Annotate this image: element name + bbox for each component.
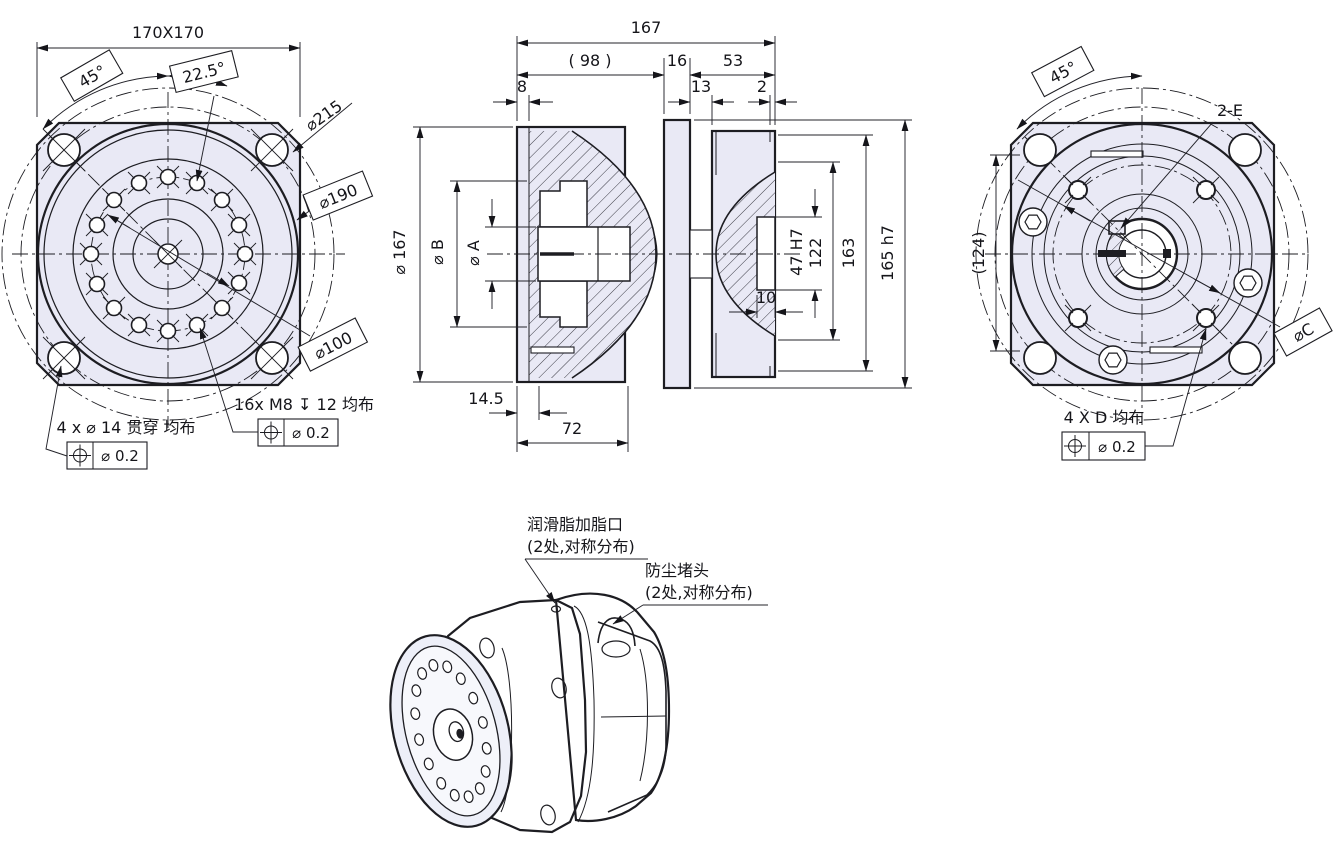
rear-corner-hole: [1228, 341, 1262, 375]
plug-label-line1: 防尘堵头: [645, 561, 709, 580]
note-through-holes: 4 x ⌀ 14 贯穿 均布 ⌀ 0.2: [45, 365, 196, 470]
rear-hex-screw: [1233, 268, 1263, 298]
note-tapped-holes: 16x M8 ↧ 12 均布 ⌀ 0.2: [199, 327, 374, 447]
dim-2-text: 2: [757, 77, 767, 96]
rear-dim-angle-45: 45°: [1016, 45, 1143, 130]
position-symbol-icon: [1064, 435, 1086, 457]
through-note-text: 4 x ⌀ 14 贯穿 均布: [56, 418, 195, 437]
section-dims-left: ⌀ 167 ⌀ B ⌀ A: [390, 126, 536, 383]
position-symbol-icon: [260, 421, 282, 444]
dim-13-text: 13: [691, 77, 711, 96]
rear-hex-screw: [1098, 345, 1128, 375]
rear-dim-diaC: ⌀C: [1017, 179, 1333, 357]
rear-centerline-diag: [1024, 136, 1259, 371]
tapped-tol-text: ⌀ 0.2: [292, 424, 330, 442]
iso-flange-hole: [551, 677, 567, 699]
iso-flange-edge: [573, 605, 595, 823]
iso-bore-shadow: [456, 728, 464, 739]
rear-corner-hole: [1228, 133, 1262, 167]
plug-label-line2: (2处,对称分布): [645, 583, 753, 602]
iso-dust-plug: [601, 640, 631, 658]
position-symbol-icon: [69, 444, 91, 467]
iso-flange-hole: [540, 804, 556, 826]
front-corner-hole: [42, 336, 86, 380]
iso-rear-block: [597, 621, 667, 813]
dim-167-text: 167: [631, 18, 662, 37]
dim-47h7-text: 47 H7: [787, 228, 806, 276]
front-view: 170X170 45° 22.5° ⌀215: [1, 23, 374, 470]
grease-label-line2: (2处,对称分布): [527, 537, 635, 556]
rear-clamp-slit: [1098, 250, 1126, 257]
dim-angle-45: 45°: [42, 49, 169, 130]
rear-view: 45° 2-E (124) ⌀C 4 X D 均布: [969, 45, 1333, 461]
front-corner-hole: [42, 128, 86, 172]
iso-view: 润滑脂加脂口 (2处,对称分布) 防尘堵头 (2处,对称分布): [389, 515, 768, 834]
rear-4d-note-text: 4 X D 均布: [1064, 408, 1145, 427]
iso-body: [554, 592, 671, 823]
front-center-hole: [153, 239, 183, 269]
dim-dia167-text: ⌀ 167: [390, 229, 409, 274]
dim-dia215: ⌀215: [292, 96, 353, 153]
iso-output-disc: [389, 634, 513, 828]
rear-dim-124: (124): [969, 154, 1020, 352]
rear-slot-bottom: [1149, 346, 1203, 354]
dim-170x170: 170X170: [36, 23, 301, 117]
dim-16-text: 16: [667, 51, 687, 70]
dim-diaA-text: ⌀ A: [464, 240, 483, 266]
rear-d-hole: [1192, 176, 1220, 204]
dim-8-text: 8: [517, 77, 527, 96]
rear-d-hole: [1192, 304, 1220, 332]
dia215-label: ⌀215: [302, 96, 346, 135]
rear-keyway: [1163, 249, 1171, 258]
rear-corner-hole: [1023, 133, 1057, 167]
dim-10-text: 10: [756, 288, 776, 307]
section-dims-right: 47 H7 10 122 163 165 h7: [694, 119, 912, 389]
dim-165h7-text: 165 h7: [878, 225, 897, 281]
rear-4d-tol-text: ⌀ 0.2: [1098, 438, 1136, 456]
iso-flange-hole: [479, 637, 495, 659]
dim-dia190: ⌀190: [296, 170, 374, 221]
iso-grease-port: [550, 605, 562, 613]
section-view: 167 ( 98 ) 16 53 8 13 2 ⌀ 167 ⌀ B: [390, 18, 912, 452]
rear-corner-hole: [1023, 341, 1057, 375]
front-circle-215: [1, 87, 335, 421]
dim-14-5-text: 14.5: [468, 389, 504, 408]
iso-label-plug: 防尘堵头 (2处,对称分布): [612, 561, 768, 625]
rear-slot-top: [1090, 150, 1144, 158]
rear-note-4d: 4 X D 均布 ⌀ 0.2: [1061, 328, 1207, 461]
dim-53-text: 53: [723, 51, 743, 70]
rear-circle-215: [975, 87, 1309, 421]
rear-124-text: (124): [969, 231, 988, 274]
dim-170x170-text: 170X170: [132, 23, 204, 42]
dim-163-text: 163: [839, 238, 858, 269]
through-tol-text: ⌀ 0.2: [101, 447, 139, 465]
rear-hex-screw: [1018, 207, 1048, 237]
iso-disc-back-edge: [500, 647, 513, 813]
section-dims-bottom: 14.5 72: [468, 386, 629, 452]
rear-d-hole: [1064, 176, 1092, 204]
front-corner-hole: [250, 336, 294, 380]
section-input-bore: [756, 216, 776, 291]
dim-122-text: 122: [806, 238, 825, 269]
iso-rear-block-face-line: [639, 648, 648, 782]
dim-72-text: 72: [562, 419, 582, 438]
rear-label-2e: 2-E: [1120, 101, 1243, 229]
section-slot-groove: [530, 346, 575, 354]
iso-label-grease: 润滑脂加脂口 (2处,对称分布): [524, 515, 648, 604]
iso-rear-block-split-line: [600, 715, 667, 718]
section-dims-top: 167 ( 98 ) 16 53 8 13 2: [493, 18, 797, 125]
grease-label-line1: 润滑脂加脂口: [527, 515, 623, 534]
tapped-note-text: 16x M8 ↧ 12 均布: [234, 395, 374, 414]
front-corner-hole: [250, 128, 294, 172]
rear-d-hole: [1064, 304, 1092, 332]
dim-diaB-text: ⌀ B: [428, 239, 447, 265]
dim-98-text: ( 98 ): [568, 51, 611, 70]
rear-2e-text: 2-E: [1217, 101, 1243, 120]
